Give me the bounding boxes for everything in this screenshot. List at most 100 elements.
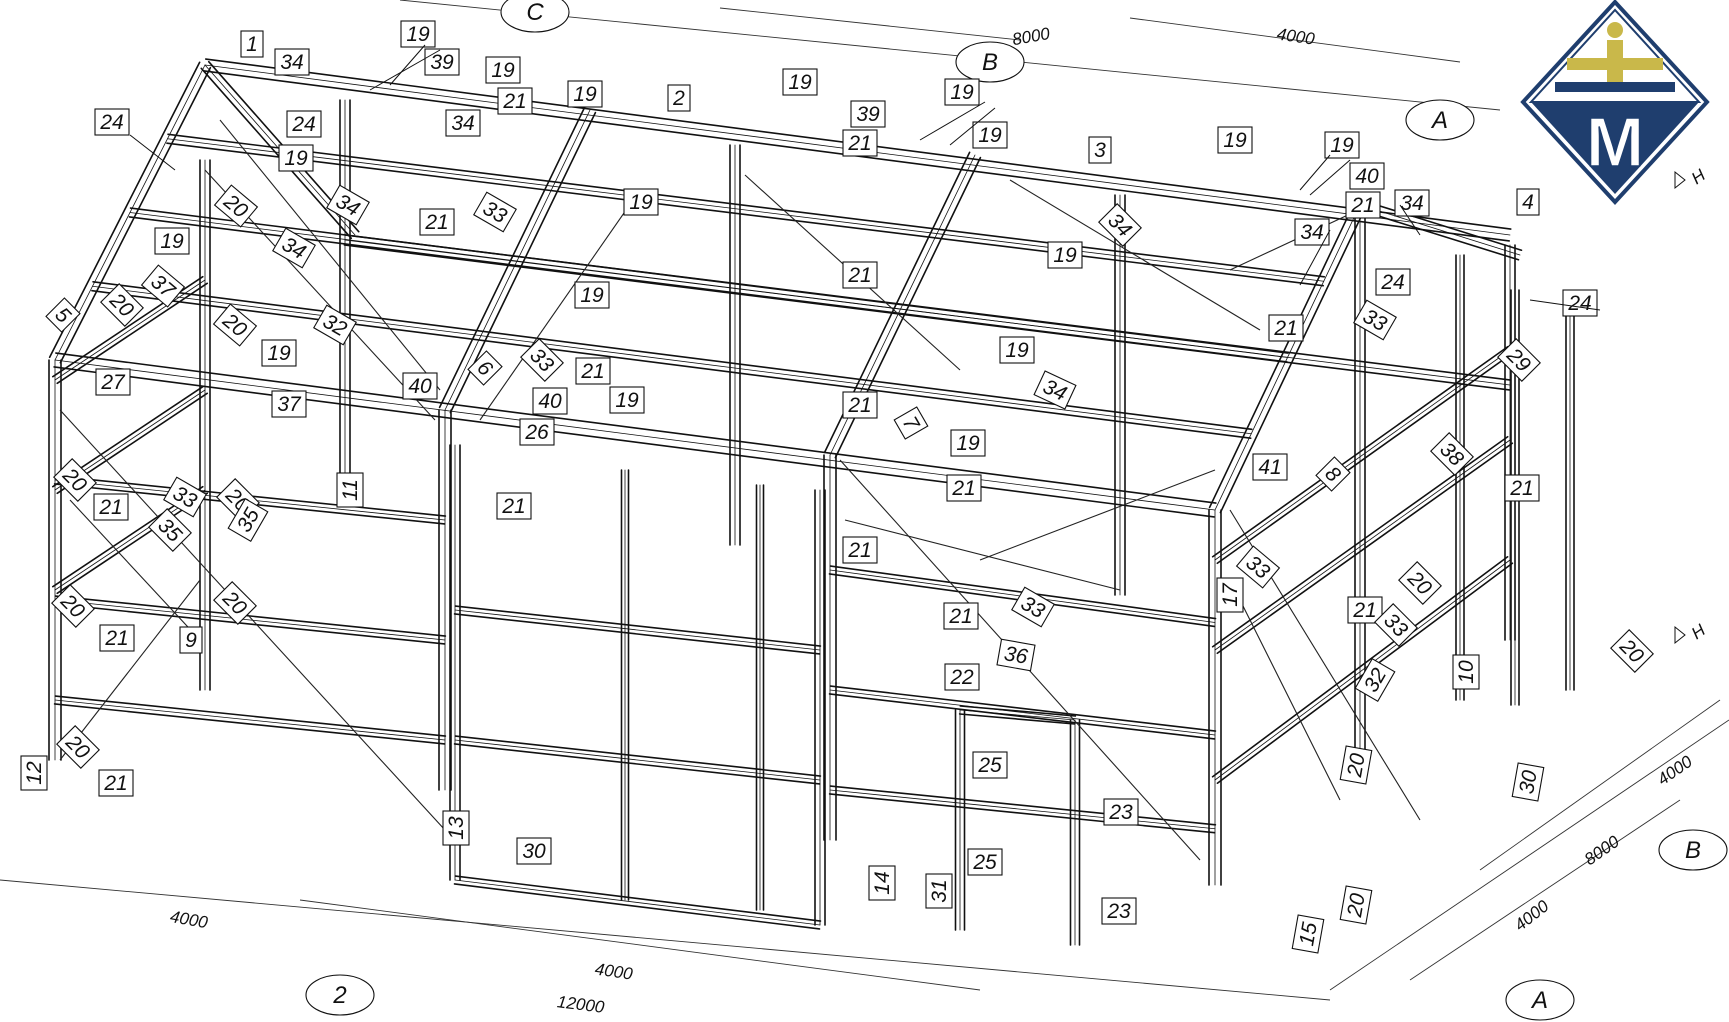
part-tag: 20 (1398, 561, 1442, 605)
part-tag: 33 (1011, 586, 1055, 628)
grid-axis-bubble: A (1505, 979, 1575, 1021)
member-edge (1357, 208, 1520, 261)
dimension-value: 12000 (556, 992, 606, 1017)
part-number: 11 (339, 479, 362, 501)
part-tag: 4 (1516, 188, 1540, 216)
part-tag-box (1353, 299, 1397, 341)
part-tag: 21 (1345, 191, 1381, 219)
part-tag-box (575, 357, 611, 385)
part-number: 21 (98, 496, 122, 519)
part-tag: 21 (575, 357, 611, 385)
part-tag-box (1354, 658, 1396, 702)
part-tag: 19 (567, 80, 603, 108)
part-tag: 21 (99, 624, 135, 652)
part-tag-box (313, 304, 357, 346)
part-number: 27 (100, 371, 126, 394)
part-tag-box (95, 368, 131, 396)
part-tag-box (1339, 885, 1373, 925)
dimension-line (1479, 699, 1721, 871)
company-logo: M (1520, 0, 1710, 205)
part-tag: 14 (868, 865, 896, 901)
part-tag-box (996, 638, 1036, 672)
part-tag-box (623, 188, 659, 216)
tie-brace (219, 119, 441, 391)
part-number: 24 (1380, 271, 1404, 294)
part-number: 21 (847, 394, 871, 417)
part-number: 41 (1258, 456, 1281, 479)
part-tag: 21 (497, 87, 533, 115)
part-number: 19 (956, 432, 980, 455)
part-number: 26 (524, 421, 549, 444)
front-column (1208, 509, 1222, 886)
part-number: 13 (445, 816, 468, 840)
part-tag-box (94, 108, 130, 136)
member-edge (1208, 201, 1356, 509)
eave-beam-front (53, 352, 1217, 518)
member-edge (454, 735, 822, 777)
part-tag: 27 (95, 368, 131, 396)
tie-brace (844, 519, 1121, 591)
part-tag-box (950, 429, 986, 457)
part-tag: 19 (1324, 131, 1360, 159)
part-tag-box (56, 725, 100, 769)
part-tag-box (944, 78, 980, 106)
part-tag-box (93, 493, 129, 521)
part-tag: 34 (1294, 218, 1330, 246)
member-edge (1211, 345, 1509, 558)
part-tag: 20 (1610, 629, 1654, 673)
part-number: 19 (1330, 134, 1354, 157)
axis-ellipse (955, 41, 1025, 83)
wall-girt (828, 785, 1217, 834)
level-triangle (1674, 625, 1686, 645)
member-edge (454, 875, 822, 922)
part-number: 14 (871, 871, 894, 894)
part-tag-box (213, 184, 259, 228)
member-edge (1360, 199, 1523, 252)
part-tag-box (419, 208, 455, 236)
part-number: 23 (1106, 900, 1131, 923)
dimension-value: 4000 (1654, 752, 1696, 790)
axis-label: A (1530, 987, 1548, 1014)
member-edge (829, 785, 1217, 826)
gate-stile (755, 484, 765, 911)
part-tag: 15 (1291, 914, 1325, 954)
tie-brace (59, 579, 201, 761)
part-number: 40 (408, 375, 432, 398)
part-number: 34 (280, 51, 303, 74)
part-number: 17 (1219, 582, 1242, 607)
part-number: 19 (950, 81, 974, 104)
part-number: 34 (1300, 221, 1323, 244)
part-tag-box (972, 751, 1008, 779)
part-tag-box (609, 386, 645, 414)
member-edge (128, 216, 1288, 363)
front-column (823, 454, 837, 841)
part-tag-box (1511, 762, 1545, 802)
member-edge (59, 66, 212, 364)
part-tag-box (1497, 338, 1541, 382)
part-tag: 19 (261, 339, 297, 367)
grid-axis-bubble: C (500, 0, 570, 33)
wall-girt (53, 595, 447, 645)
part-tag-box (1345, 191, 1381, 219)
part-number: 21 (502, 90, 526, 113)
member-centerline (1214, 349, 1511, 561)
part-tag: 26 (519, 418, 555, 446)
part-tag: 19 (944, 78, 980, 106)
part-tag: 9 (179, 626, 203, 654)
part-tag-box (20, 755, 48, 791)
part-tag: 21 (842, 536, 878, 564)
part-number: 24 (291, 113, 315, 136)
part-tag: 22 (944, 663, 980, 691)
part-tag: 36 (996, 638, 1036, 672)
back-column (729, 144, 741, 546)
part-number: 19 (160, 230, 184, 253)
part-tag: 29 (1497, 338, 1541, 382)
part-tag-box (574, 281, 610, 309)
part-tag-box (1394, 189, 1430, 217)
part-tag-box (1088, 136, 1112, 164)
part-tag-box (213, 581, 257, 625)
part-tag-box (943, 602, 979, 630)
logo-blue-band (1555, 82, 1675, 92)
part-tag: 1 (240, 30, 264, 58)
